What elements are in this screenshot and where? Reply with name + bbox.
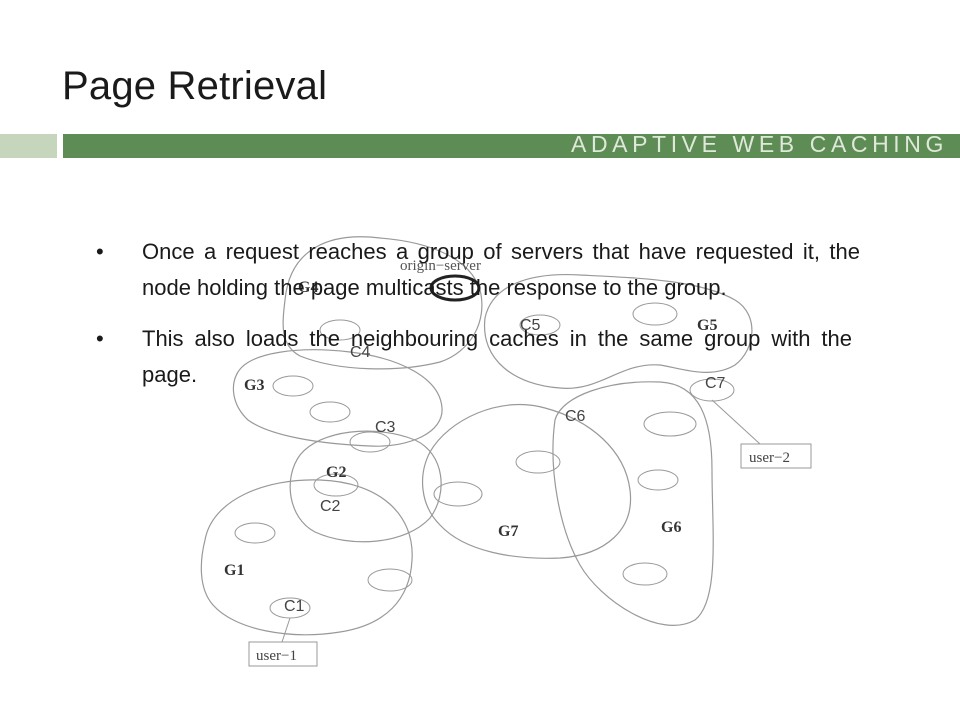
- origin-server-node: [429, 274, 481, 302]
- user-boxes: [248, 443, 812, 667]
- user-box: [248, 641, 318, 667]
- group-outline-g4: [282, 236, 483, 370]
- cache-node: [622, 562, 668, 586]
- slide-subtitle: ADAPTIVE WEB CACHING: [571, 131, 948, 157]
- bullet-text: This also loads the neighbouring caches …: [142, 326, 852, 387]
- group-outline-g3: [232, 349, 443, 447]
- cache-node: [433, 481, 483, 507]
- bullet-item: • Once a request reaches a group of serv…: [90, 234, 860, 306]
- bullet-item: • This also loads the neighbouring cache…: [90, 321, 852, 393]
- group-outlines: [200, 236, 753, 636]
- bullet-list: • Once a request reaches a group of serv…: [90, 234, 860, 393]
- bullet-marker: •: [96, 239, 104, 264]
- cache-label-c1: C1: [284, 598, 305, 615]
- group-outline-g5: [483, 273, 753, 389]
- group-outline-g1: [200, 479, 413, 636]
- bullet-text: Once a request reaches a group of server…: [142, 239, 860, 300]
- cache-node: [515, 450, 561, 474]
- cache-node: [234, 522, 276, 544]
- group-outline-g7: [421, 403, 632, 559]
- cache-node: [519, 314, 561, 336]
- user-box: [740, 443, 812, 469]
- cache-label-c4: C4: [350, 344, 371, 361]
- cache-label-c7: C7: [705, 375, 726, 392]
- cache-node: [313, 473, 359, 497]
- cache-node: [643, 411, 697, 437]
- group-label-g4: G4: [298, 279, 318, 296]
- cache-node: [272, 375, 314, 397]
- user-label-1: user−1: [256, 648, 297, 664]
- user-label-2: user−2: [749, 450, 790, 466]
- slide-title: Page Retrieval: [62, 64, 328, 108]
- cache-node: [632, 302, 678, 326]
- cache-label-c3: C3: [375, 419, 396, 436]
- cache-node: [689, 378, 735, 402]
- cache-label-c2: C2: [320, 498, 341, 515]
- cache-node: [349, 431, 391, 453]
- cache-node: [637, 469, 679, 491]
- group-outline-g6: [552, 381, 714, 626]
- group-label-g1: G1: [224, 562, 244, 579]
- cache-nodes: [234, 274, 735, 619]
- group-label-g3: G3: [244, 377, 264, 394]
- cache-node: [309, 401, 351, 423]
- group-label-g6: G6: [661, 519, 681, 536]
- group-label-g2: G2: [326, 464, 346, 481]
- cache-label-c5: C5: [520, 317, 541, 334]
- diagram-labels: origin−server G4 G5 G3 G2 G7 G6 G1 C4 C5…: [224, 258, 790, 664]
- cache-label-c6: C6: [565, 408, 586, 425]
- group-label-g7: G7: [498, 523, 518, 540]
- group-outline-g2: [289, 430, 442, 543]
- header-bar: [63, 134, 960, 158]
- cache-node: [367, 568, 413, 592]
- cache-node: [319, 319, 361, 341]
- group-label-g5: G5: [697, 317, 717, 334]
- bullet-marker: •: [96, 326, 104, 351]
- origin-server-label: origin−server: [400, 258, 481, 274]
- user-links: [281, 399, 761, 643]
- header-bar-accent: [0, 134, 57, 158]
